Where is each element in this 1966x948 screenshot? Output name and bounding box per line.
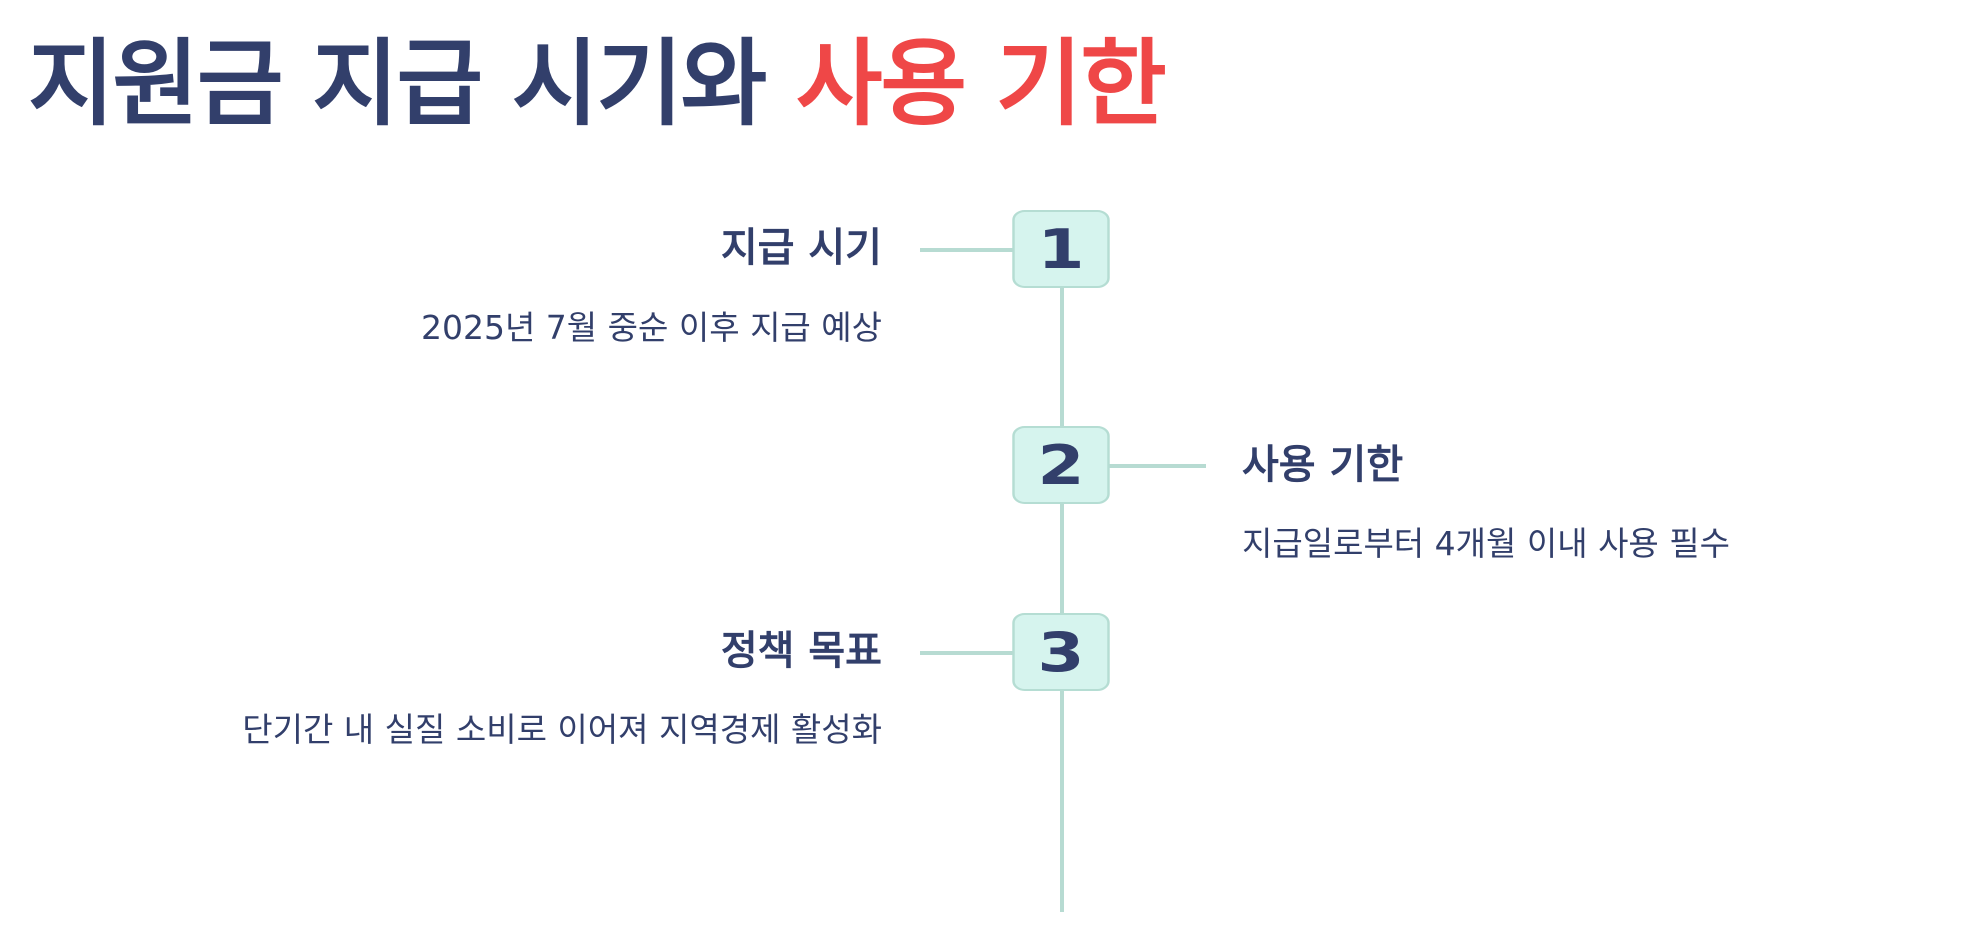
step-3-badge: 3 xyxy=(1012,613,1110,691)
step-2-heading: 사용 기한 xyxy=(1242,442,1404,488)
timeline-line xyxy=(1060,240,1064,912)
title-accent: 사용 기한 xyxy=(796,30,1167,139)
step-3-description: 단기간 내 실질 소비로 이어져 지역경제 활성화 xyxy=(242,710,882,749)
step-1-connector xyxy=(920,248,1024,252)
step-2-description: 지급일로부터 4개월 이내 사용 필수 xyxy=(1242,524,1730,563)
step-3-number: 3 xyxy=(1037,620,1085,684)
step-1-number: 1 xyxy=(1037,217,1085,281)
step-1-description: 2025년 7월 중순 이후 지급 예상 xyxy=(420,308,882,347)
step-3-connector xyxy=(920,651,1024,655)
step-2-badge: 2 xyxy=(1012,426,1110,504)
step-1-badge: 1 xyxy=(1012,210,1110,288)
title-main: 지원금 지급 시기와 xyxy=(28,30,797,139)
step-2-connector xyxy=(1098,464,1206,468)
step-1-heading: 지급 시기 xyxy=(720,225,882,271)
step-2-number: 2 xyxy=(1037,433,1085,497)
page-title: 지원금 지급 시기와 사용 기한 xyxy=(28,22,1167,148)
step-3-heading: 정책 목표 xyxy=(720,628,882,674)
